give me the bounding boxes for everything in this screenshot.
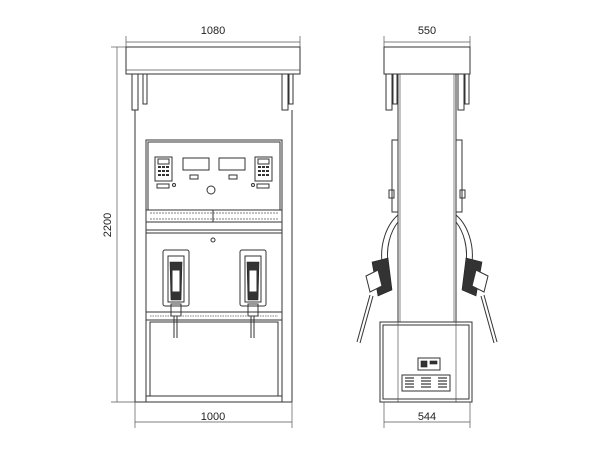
keypad-right: [254, 156, 273, 182]
front-view: 1080: [102, 25, 301, 428]
dimension-front-height: 2200: [102, 46, 135, 403]
front-height-label: 2200: [102, 213, 114, 237]
dimension-front-width-top: 1080: [125, 25, 301, 48]
center-indicator: [206, 185, 216, 195]
front-nozzle-right: [239, 249, 267, 338]
front-canopy: [125, 46, 301, 75]
front-band: [145, 209, 283, 243]
front-width-top-label: 1080: [201, 25, 225, 37]
side-hose-right: [455, 214, 498, 344]
vent-grille: [401, 374, 451, 392]
side-width-top-label: 550: [418, 25, 436, 37]
front-canopy-lamps: [131, 73, 294, 111]
nameplate: [417, 357, 441, 371]
screen-left: [182, 157, 210, 171]
side-view: 550: [356, 25, 498, 428]
front-housing: [145, 139, 283, 403]
side-width-base-label: 544: [418, 411, 436, 423]
side-canopy-lamps: [385, 73, 470, 111]
front-width-base-label: 1000: [201, 411, 225, 423]
keypad-left: [154, 156, 173, 182]
side-canopy: [383, 46, 471, 75]
dimension-side-width-top: 550: [383, 25, 471, 48]
side-hose-left: [356, 214, 399, 344]
screen-right: [218, 157, 246, 171]
dimension-front-width-base: 1000: [134, 402, 293, 428]
dimension-side-width-base: 544: [383, 402, 471, 428]
front-display-panel: [147, 141, 281, 211]
front-nozzle-left: [162, 249, 190, 338]
